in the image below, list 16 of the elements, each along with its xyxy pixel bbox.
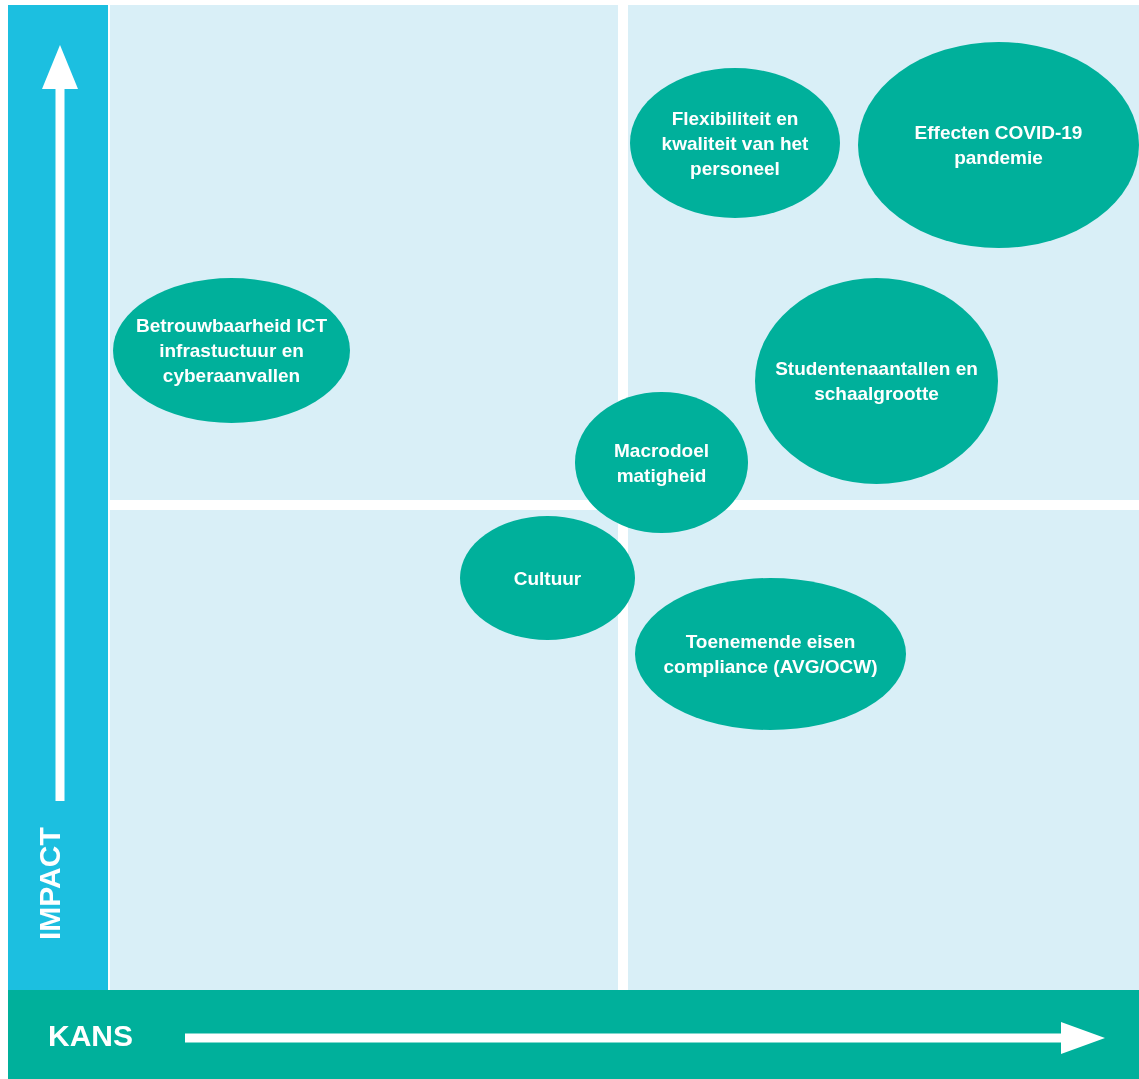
- risk-ellipse: [635, 578, 906, 730]
- risk-ellipse: [630, 68, 840, 218]
- risk-ellipse: [755, 278, 998, 484]
- risk-ellipse: [858, 42, 1139, 248]
- risk-label: Flexibiliteit en kwaliteit van het personeel: [660, 106, 810, 181]
- risk-label: Effecten COVID-19 pandemie: [913, 121, 1084, 170]
- risk-label: Macrodoel matigheid: [613, 438, 710, 488]
- risk-label: Cultuur: [512, 566, 583, 591]
- risk-ellipse: [575, 392, 748, 533]
- risk-label: Toenemende eisen compliance (AVG/OCW): [662, 630, 879, 679]
- risk-label: Studentenaantallen en schaalgrootte: [774, 357, 979, 406]
- risk-ellipse: [460, 516, 635, 640]
- risk-label: Betrouwbaarheid ICT infrastuctuur en cyberaanvallen: [134, 314, 329, 388]
- axis-label: KANS: [48, 1019, 133, 1053]
- risk-ellipse: [113, 278, 350, 423]
- axis-label: IMPACT: [33, 827, 67, 940]
